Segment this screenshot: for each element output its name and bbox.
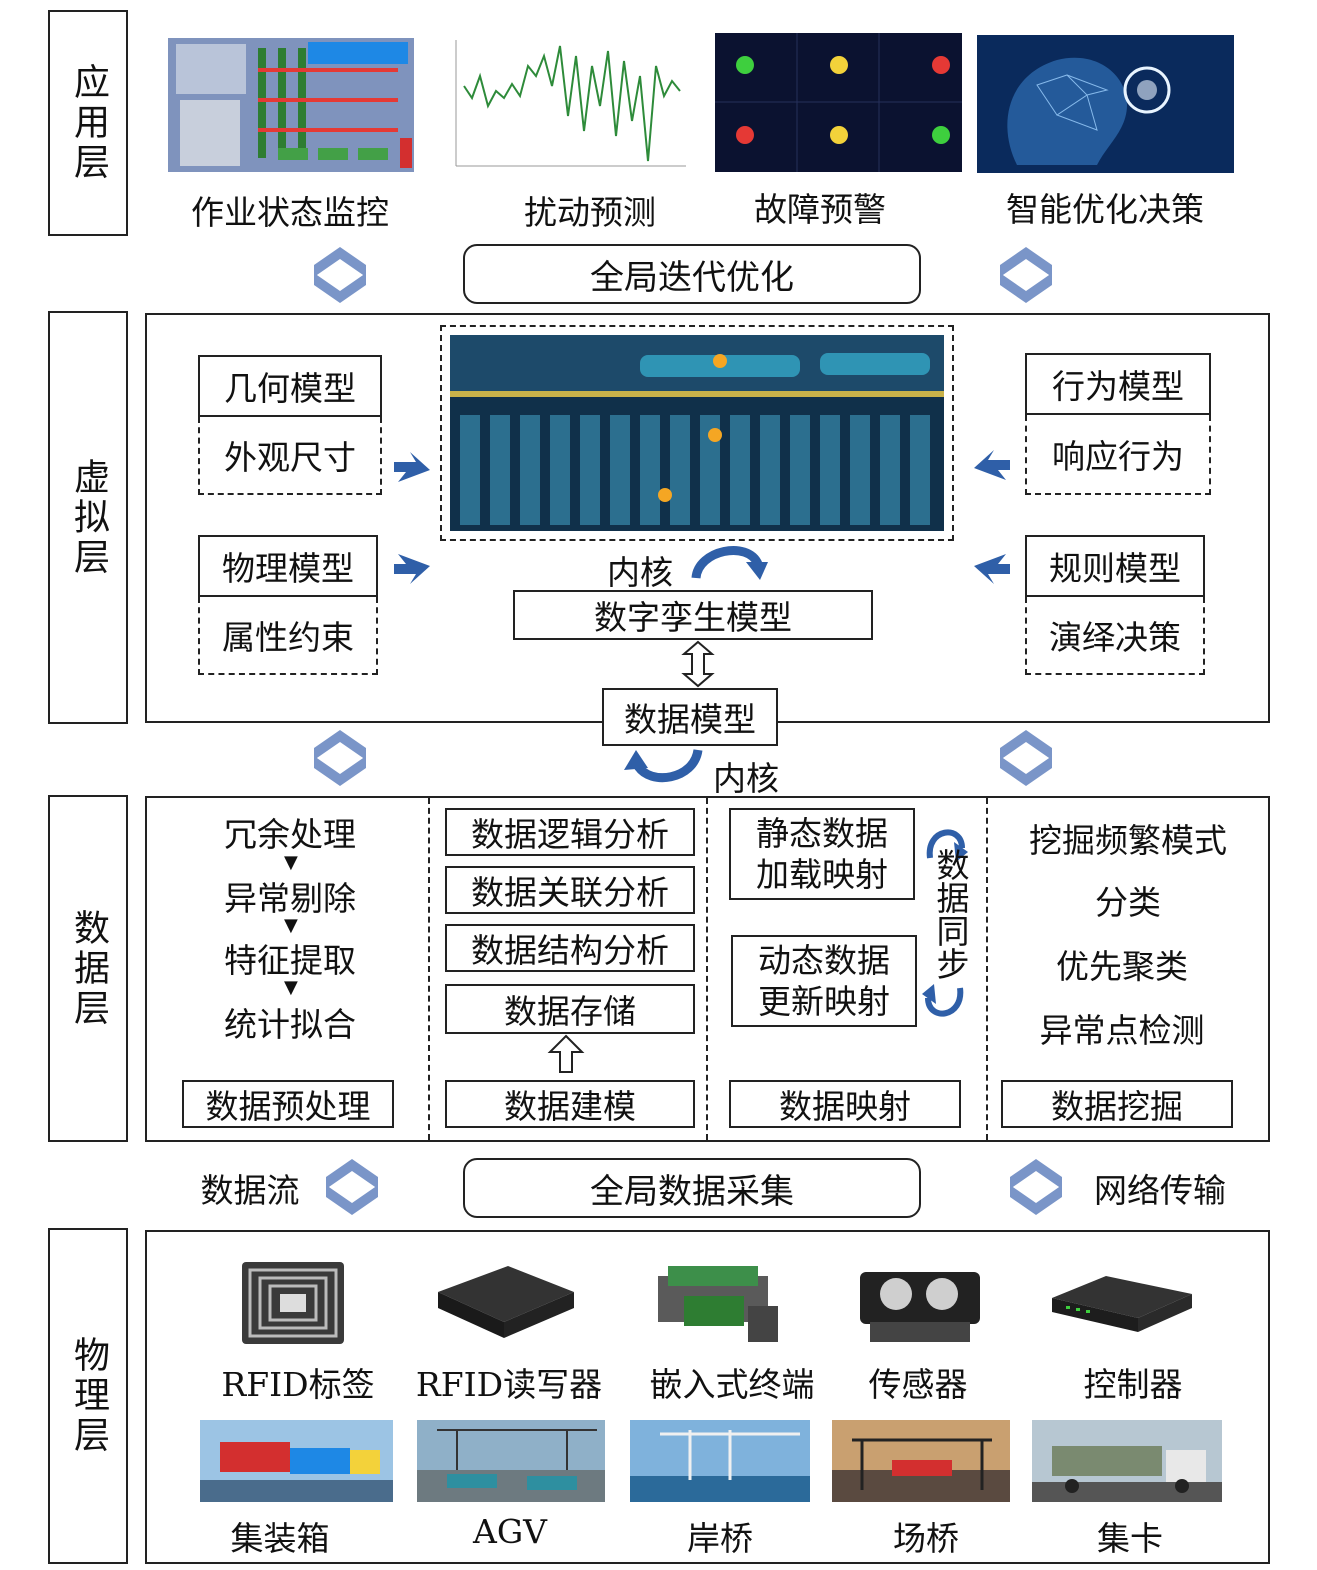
dynamic-mapping-box: 动态数据 更新映射 bbox=[731, 935, 917, 1027]
rfid-reader-image bbox=[438, 1266, 574, 1338]
physical-layer-label: 物理层 bbox=[48, 1228, 128, 1564]
data-modeling-box: 数据建模 bbox=[445, 1080, 695, 1128]
device-caption: 传感器 bbox=[868, 1365, 968, 1404]
fault-warning-image bbox=[715, 33, 962, 172]
static-mapping-line: 加载映射 bbox=[756, 855, 888, 894]
behavior-model-box: 行为模型 bbox=[1025, 353, 1211, 415]
chevron-updown-icon bbox=[1000, 247, 1052, 303]
geometry-sub-box: 外观尺寸 bbox=[198, 417, 382, 495]
dynamic-mapping-line: 动态数据 bbox=[758, 940, 890, 980]
sensor-image bbox=[860, 1272, 980, 1342]
arrow-right-icon bbox=[394, 452, 430, 482]
device-caption: 控制器 bbox=[1083, 1365, 1183, 1404]
app-caption-warning: 故障预警 bbox=[754, 190, 886, 229]
chevron-updown-icon bbox=[1010, 1159, 1062, 1215]
yard-crane-image bbox=[832, 1420, 1010, 1502]
equipment-caption: 集装箱 bbox=[230, 1519, 330, 1558]
data-mapping-box: 数据映射 bbox=[729, 1080, 961, 1128]
behavior-sub-box: 响应行为 bbox=[1025, 415, 1211, 495]
data-mining-box: 数据挖掘 bbox=[1001, 1080, 1233, 1128]
rotate-arrow-icon bbox=[624, 748, 703, 783]
sync-cycle-icon bbox=[922, 829, 968, 1017]
model-step-box: 数据结构分析 bbox=[445, 924, 695, 972]
physics-model-box: 物理模型 bbox=[198, 535, 378, 597]
rule-model-box: 规则模型 bbox=[1025, 535, 1205, 597]
arrow-right-icon bbox=[394, 554, 430, 584]
core-label-top: 内核 bbox=[607, 553, 673, 592]
data-model-box: 数据模型 bbox=[602, 688, 778, 746]
mine-step: 优先聚类 bbox=[1056, 947, 1188, 986]
app-layer-label: 应用层 bbox=[48, 10, 128, 236]
disturbance-chart-image bbox=[428, 36, 690, 176]
quay-crane-image bbox=[630, 1420, 810, 1502]
geometry-model-box: 几何模型 bbox=[198, 355, 382, 417]
global-collection-box: 全局数据采集 bbox=[463, 1158, 921, 1218]
device-caption: RFID标签 bbox=[221, 1365, 375, 1404]
pre-step: 异常剔除 bbox=[224, 879, 356, 918]
physics-sub-box: 属性约束 bbox=[198, 597, 378, 675]
embedded-terminal-image bbox=[658, 1266, 778, 1342]
ai-decision-image bbox=[977, 35, 1234, 173]
chevron-updown-icon bbox=[326, 1159, 378, 1215]
agv-image bbox=[417, 1420, 605, 1502]
core-label-bottom: 内核 bbox=[713, 759, 779, 798]
data-layer-panel bbox=[145, 796, 1270, 1142]
chevron-updown-icon bbox=[1000, 730, 1052, 786]
network-transport-label: 网络传输 bbox=[1094, 1171, 1226, 1210]
model-step-box: 数据存储 bbox=[445, 984, 695, 1034]
mine-step: 异常点检测 bbox=[1039, 1011, 1205, 1050]
virtual-layer-label: 虚拟层 bbox=[48, 311, 128, 724]
physical-layer-panel bbox=[145, 1230, 1270, 1564]
rfid-tag-image bbox=[242, 1262, 344, 1344]
rule-sub-box: 演绎决策 bbox=[1025, 597, 1205, 675]
global-iteration-box: 全局迭代优化 bbox=[463, 244, 921, 304]
device-caption: RFID读写器 bbox=[415, 1365, 603, 1404]
controller-image bbox=[1052, 1276, 1192, 1332]
digital-twin-model-box: 数字孪生模型 bbox=[513, 590, 873, 640]
static-mapping-box: 静态数据 加载映射 bbox=[729, 808, 915, 900]
twin-scene-frame bbox=[440, 325, 954, 541]
equipment-caption: 场桥 bbox=[893, 1519, 959, 1558]
twin-scene-image bbox=[450, 335, 944, 531]
data-preprocessing-box: 数据预处理 bbox=[182, 1080, 394, 1128]
equipment-caption: 岸桥 bbox=[687, 1519, 753, 1558]
container-image bbox=[200, 1420, 393, 1502]
down-triangle-icon: ▼ bbox=[284, 852, 298, 873]
data-flow-label: 数据流 bbox=[200, 1171, 300, 1210]
rotate-arrow-icon bbox=[691, 546, 768, 580]
static-mapping-line: 静态数据 bbox=[756, 813, 888, 853]
pre-step: 特征提取 bbox=[224, 941, 356, 980]
monitor-image bbox=[168, 38, 414, 172]
arrow-left-icon bbox=[974, 554, 1010, 584]
data-layer-label: 数据层 bbox=[48, 795, 128, 1142]
mine-step: 分类 bbox=[1095, 883, 1161, 922]
device-caption: 嵌入式终端 bbox=[649, 1365, 815, 1404]
arrow-left-icon bbox=[974, 450, 1010, 480]
app-caption-decision: 智能优化决策 bbox=[1006, 190, 1204, 229]
up-arrow-icon bbox=[547, 1034, 585, 1073]
app-caption-prediction: 扰动预测 bbox=[524, 193, 656, 232]
truck-image bbox=[1032, 1420, 1222, 1502]
column-divider bbox=[706, 798, 708, 1140]
down-triangle-icon: ▼ bbox=[284, 915, 298, 936]
model-step-box: 数据逻辑分析 bbox=[445, 808, 695, 856]
column-divider bbox=[986, 798, 988, 1140]
chevron-updown-icon bbox=[314, 730, 366, 786]
equipment-caption: AGV bbox=[472, 1512, 548, 1551]
app-caption-monitor: 作业状态监控 bbox=[191, 193, 389, 232]
chevron-updown-icon bbox=[314, 247, 366, 303]
column-divider bbox=[428, 798, 430, 1140]
model-step-box: 数据关联分析 bbox=[445, 866, 695, 914]
pre-step: 统计拟合 bbox=[224, 1005, 356, 1044]
dynamic-mapping-line: 更新映射 bbox=[758, 982, 890, 1021]
pre-step: 冗余处理 bbox=[224, 815, 356, 854]
equipment-caption: 集卡 bbox=[1097, 1519, 1163, 1558]
data-sync-label: 数据同步 bbox=[931, 848, 970, 980]
double-arrow-icon bbox=[681, 640, 715, 688]
down-triangle-icon: ▼ bbox=[284, 977, 298, 998]
mine-step: 挖掘频繁模式 bbox=[1029, 821, 1227, 860]
